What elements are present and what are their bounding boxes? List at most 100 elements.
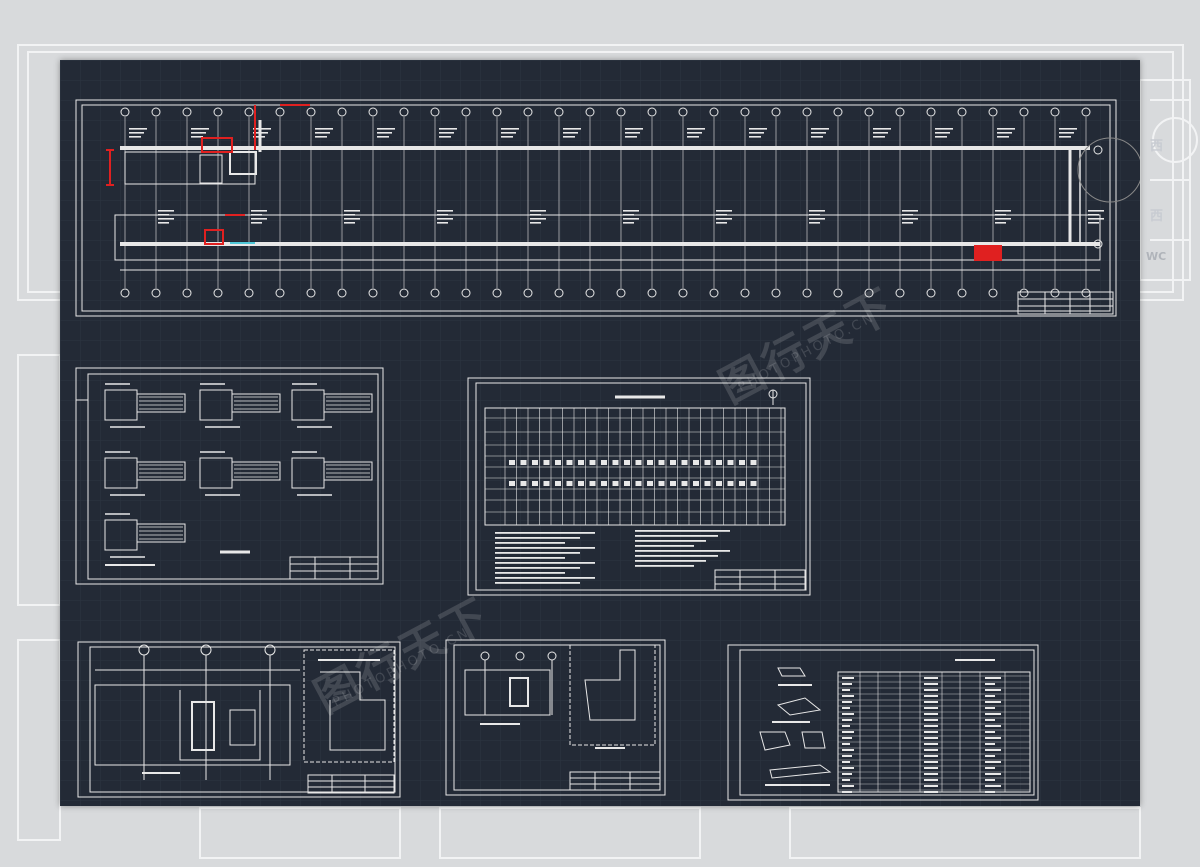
schedule-table-sheet[interactable] (467, 377, 811, 596)
axis-bubble (461, 288, 471, 298)
equipment-details-sheet[interactable] (75, 367, 384, 585)
detail-panel (323, 393, 373, 413)
axis-bubble (1050, 107, 1060, 117)
axis-bubble (151, 107, 161, 117)
material-text (924, 677, 938, 679)
axis-bubble (461, 107, 471, 117)
annotation-text-line (716, 210, 732, 212)
substation-room (94, 684, 291, 766)
material-text (842, 773, 852, 775)
axis-bubble (368, 288, 378, 298)
annotation-text-line (158, 218, 174, 220)
annotation-text-line (935, 136, 947, 138)
table-cell-mark (578, 460, 584, 465)
equipment-box (229, 151, 257, 175)
floor-plan-inner-border (81, 104, 1111, 312)
detail-panel (231, 461, 281, 481)
red-highlights (106, 104, 1002, 261)
table-cell-mark (727, 460, 734, 465)
annotation-text-line (716, 222, 727, 224)
axis-bubble (864, 107, 874, 117)
annotation-text-line (1059, 132, 1074, 134)
annotation-text-line (191, 132, 206, 134)
note-line (635, 545, 694, 547)
room-layout-inner-border (453, 644, 661, 791)
note-line (495, 582, 580, 584)
feeder-symbol (768, 389, 778, 399)
table-cell-mark (693, 481, 699, 486)
annotation-text-line (749, 136, 761, 138)
table-cell-mark (520, 460, 527, 465)
table-cell-mark (658, 460, 665, 465)
axis-bubble (120, 288, 130, 298)
material-text (842, 701, 852, 703)
detail-panel (136, 523, 186, 543)
material-text (985, 755, 995, 757)
axis-bubble (616, 107, 626, 117)
annotation-text-line (377, 132, 392, 134)
substation-plan-sheet[interactable] (77, 641, 401, 798)
axis-bubble (771, 288, 781, 298)
annotation-text-line (809, 218, 825, 220)
material-text (842, 779, 850, 781)
annotation-text-line (251, 218, 267, 220)
detail-panel (231, 393, 281, 413)
axis-bubble (616, 288, 626, 298)
axis-bubble (1050, 288, 1060, 298)
side-label-corner: WC (1146, 250, 1167, 263)
material-text (985, 677, 1001, 679)
annotation-text-line (158, 222, 169, 224)
room-layout-sheet[interactable] (445, 639, 666, 796)
table-cell-mark (704, 481, 711, 486)
details-title-block (289, 556, 379, 580)
annotation-text-line (563, 128, 581, 130)
annotation-text-line (315, 132, 330, 134)
table-cell-mark (681, 481, 688, 486)
detail-outline (320, 671, 386, 751)
room-detail-frame (569, 644, 656, 746)
axis-bubble (244, 107, 254, 117)
axis-bubble (802, 288, 812, 298)
axis-bubble (926, 288, 936, 298)
cad-drawing-canvas[interactable]: 图行天下 PHOTOPHOTO.CN 图行天下 PHOTOPHOTO.CN (60, 60, 1140, 806)
material-text (985, 725, 1001, 727)
annotation-text-line (995, 210, 1011, 212)
material-text (924, 713, 938, 715)
schedule-table (484, 407, 786, 526)
table-cell-mark (670, 460, 676, 465)
axis-bubble (151, 288, 161, 298)
axis-bubble (1081, 107, 1091, 117)
table-cell-mark (520, 481, 527, 486)
annotation-text-line (315, 136, 327, 138)
annotation-text-line (995, 222, 1006, 224)
table-cell-mark (566, 481, 573, 486)
material-text (985, 683, 995, 685)
axis-bubble (337, 107, 347, 117)
axis-bubble (213, 107, 223, 117)
annotation-text-line (809, 222, 820, 224)
floor-plan-sheet[interactable] (75, 99, 1140, 317)
table-cell-mark (555, 481, 561, 486)
side-label-bottom: 西 (1150, 209, 1164, 224)
material-text (842, 761, 850, 763)
annotation-text-line (749, 132, 764, 134)
annotation-text-line (623, 218, 639, 220)
material-text (985, 743, 995, 745)
material-text (842, 707, 850, 709)
equipment-box-2 (199, 154, 223, 184)
axis-bubble (988, 288, 998, 298)
material-text (842, 719, 852, 721)
material-text (924, 725, 938, 727)
note-line (495, 572, 565, 574)
annotation-text-line (377, 136, 389, 138)
table-cell-mark (658, 481, 665, 486)
detail-frame (303, 649, 395, 763)
annotation-text-line (623, 210, 639, 212)
table-cell-mark (532, 460, 538, 465)
material-list-sheet[interactable] (727, 644, 1039, 801)
room-layout-border (445, 639, 666, 796)
floor-plan-border (75, 99, 1117, 317)
material-text (985, 689, 1001, 691)
material-text (842, 683, 852, 685)
schedule-border (467, 377, 811, 596)
